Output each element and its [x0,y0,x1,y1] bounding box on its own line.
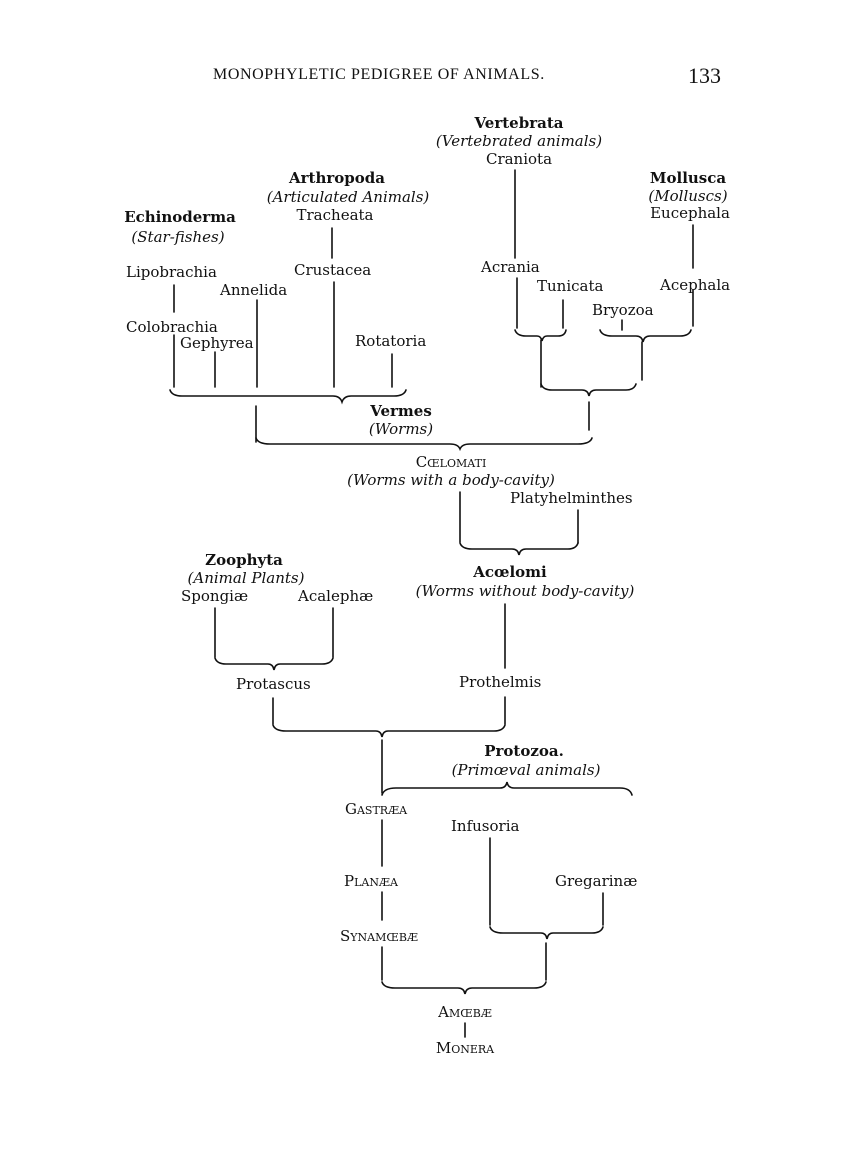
label-gregarinae: Gregarinæ [555,872,638,890]
gloss-zoophyta: (Animal Plants) [187,569,305,587]
label-vertebrata: Vertebrata [474,114,564,132]
gloss-acoelomi: (Worms without body-cavity) [415,582,635,600]
label-zoophyta: Zoophyta [205,551,283,569]
brace-infusoria-gregarinae [489,926,604,940]
label-mollusca: Mollusca [649,169,727,187]
gloss-coelomati: (Worms with a body-cavity) [347,471,555,489]
label-coelomati: Cœlomati [415,453,487,471]
label-vermes: Vermes [370,402,432,420]
brace-zoophyta [214,657,334,671]
label-infusoria: Infusoria [451,817,520,835]
brace-worm-groups [169,389,407,405]
label-protozoa: Protozoa. [484,742,564,760]
label-lipobrachia: Lipobrachia [126,263,217,281]
label-synamoebae: Synamœbæ [340,927,418,945]
label-monera: Monera [435,1039,495,1057]
label-acalephae: Acalephæ [298,587,374,605]
brace-protozoa [381,781,633,796]
label-crustacea: Crustacea [294,261,372,279]
label-acoelomi: Acœlomi [473,563,547,581]
label-arthropoda: Arthropoda [289,169,385,187]
gloss-protozoa: (Primœval animals) [451,761,601,779]
label-echinoderma: Echinoderma [124,208,236,226]
page-number: 133 [688,63,721,88]
label-spongiae: Spongiæ [181,587,249,605]
label-protascus: Protascus [236,675,311,693]
label-colobrachia: Colobrachia [126,318,218,336]
gloss-echinoderma: (Star-fishes) [131,228,225,246]
label-craniota: Craniota [485,150,553,168]
label-platyhelminthes: Platyhelminthes [510,489,633,507]
gloss-vertebrata: (Vertebrated animals) [435,132,603,150]
label-gephyrea: Gephyrea [180,334,254,352]
label-amoebae: Amœbæ [438,1003,492,1021]
label-bryozoa: Bryozoa [592,301,654,319]
gloss-vermes: (Worms) [368,420,434,438]
label-rotatoria: Rotatoria [355,332,427,350]
gloss-mollusca: (Molluscs) [648,187,728,205]
label-eucephala: Eucephala [650,204,730,222]
label-tracheata: Tracheata [296,206,374,224]
brace-bryozoa-acephala [599,329,692,343]
label-acrania: Acrania [481,258,540,276]
label-acephala: Acephala [660,276,731,294]
brace-protascus-prothelmis [272,724,506,738]
brace-acrania-tunicata [514,329,567,342]
label-annelida: Annelida [220,281,288,299]
brace-vermes [255,437,593,452]
label-tunicata: Tunicata [537,277,604,295]
label-gastraea: Gastræa [345,800,408,818]
brace-coelomati-platy [459,542,579,556]
label-prothelmis: Prothelmis [459,673,542,691]
brace-amoebae [381,981,547,995]
gloss-arthropoda: (Articulated Animals) [266,188,430,206]
running-header: MONOPHYLETIC PEDIGREE OF ANIMALS. [213,66,545,83]
brace-vertebrata-mollusca [540,383,637,397]
label-planaea: Planæa [344,872,398,890]
